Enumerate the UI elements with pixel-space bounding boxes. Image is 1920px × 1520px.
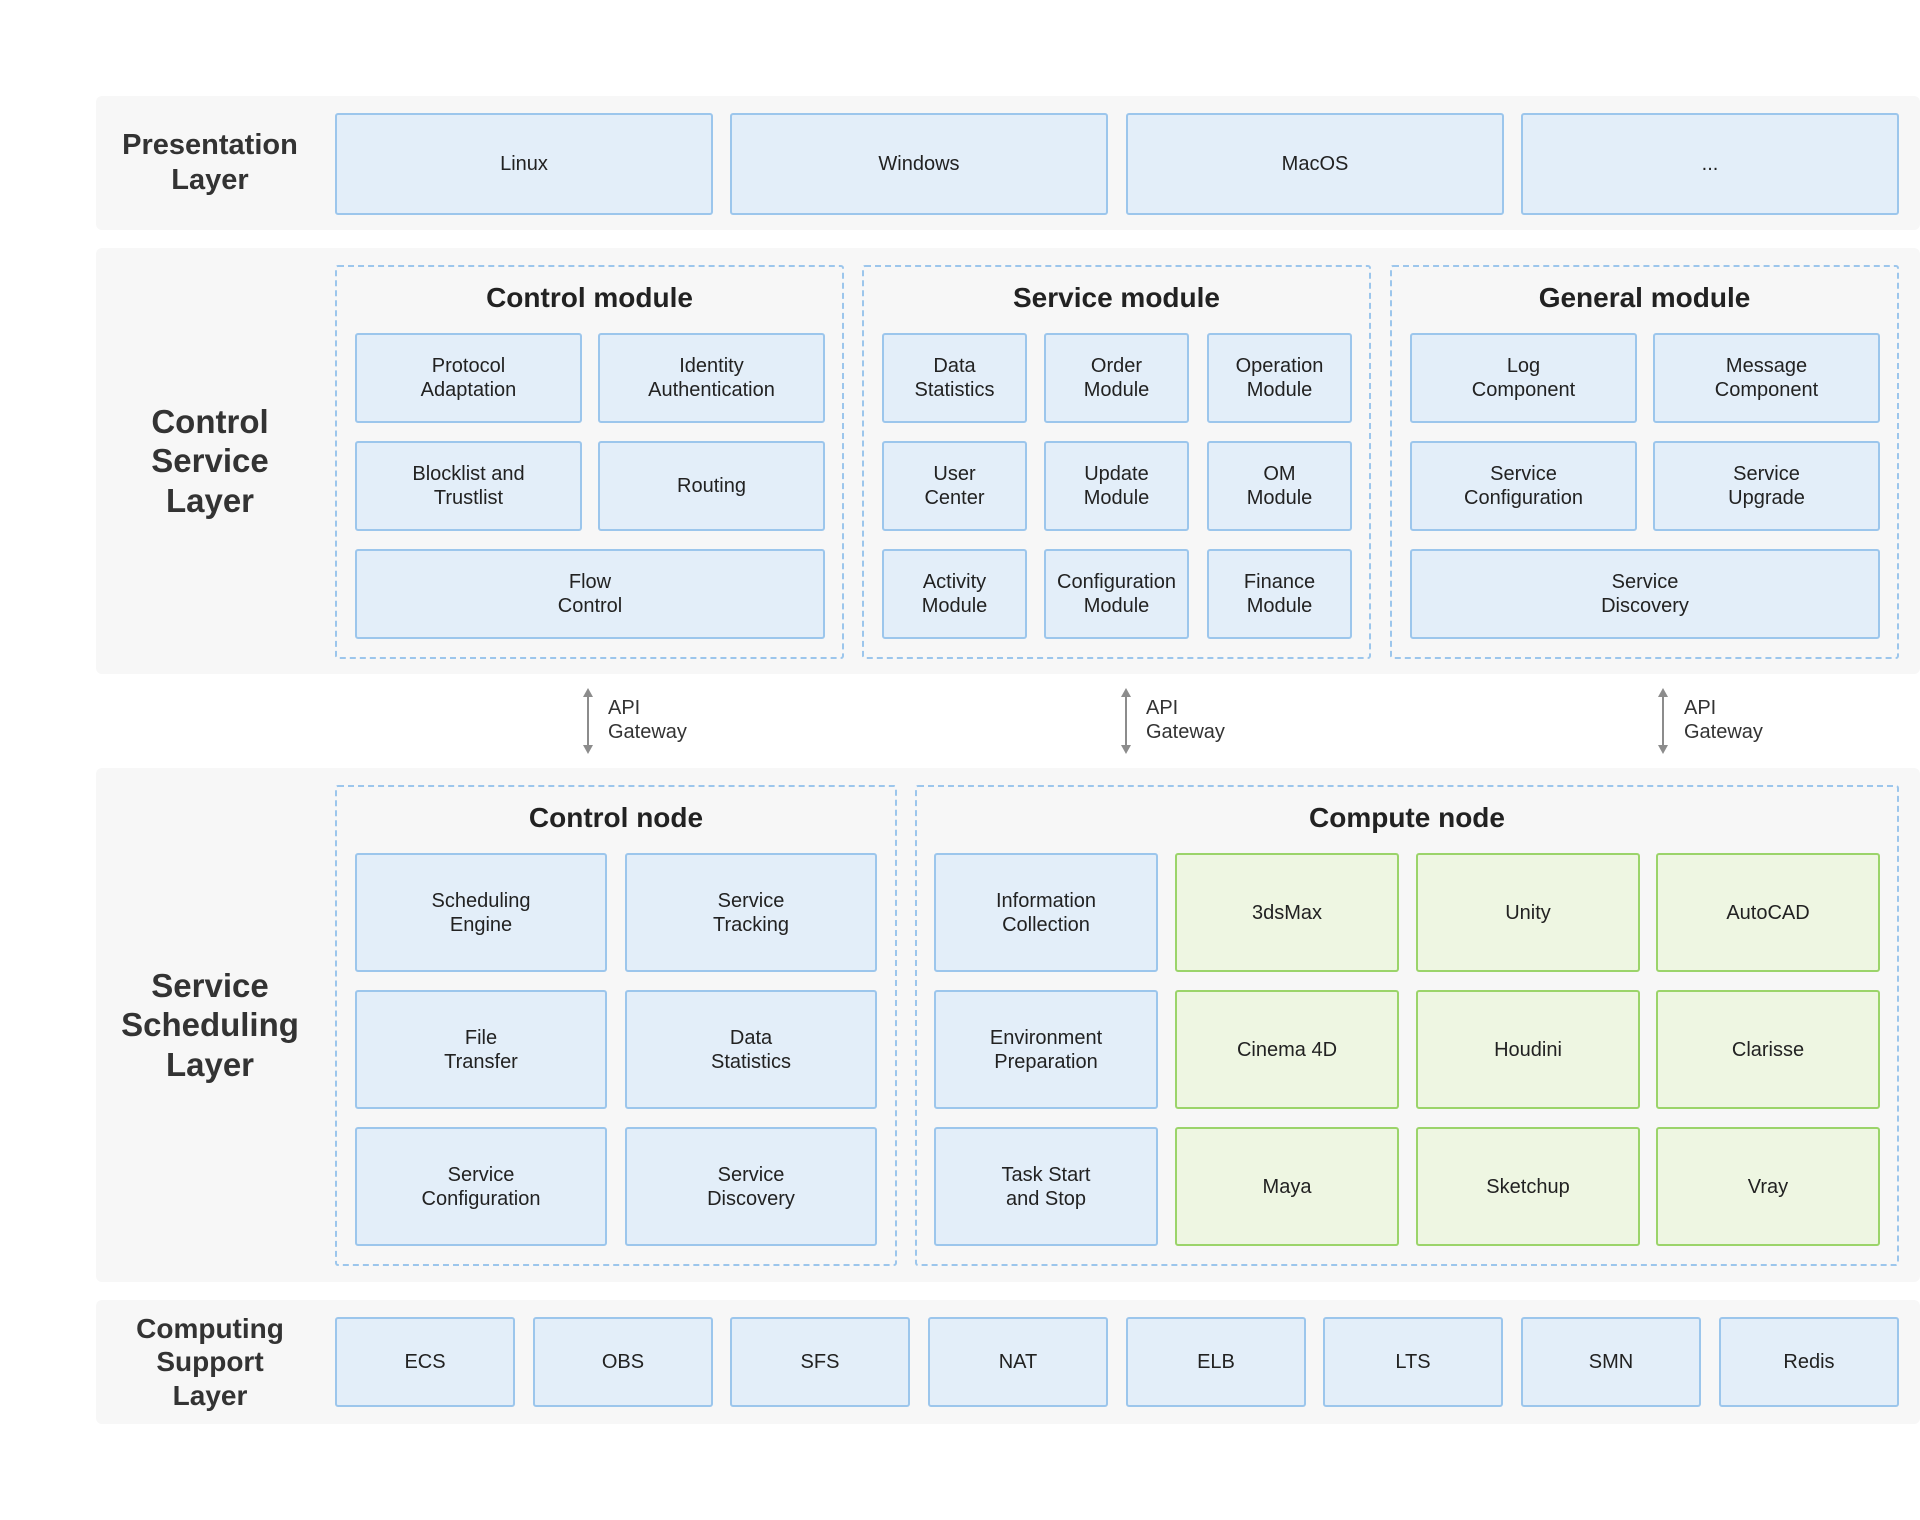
service-module-item: Update Module xyxy=(1044,441,1189,531)
control-node-item: Service Configuration xyxy=(355,1127,607,1246)
software-item: AutoCAD xyxy=(1656,853,1880,972)
support-item-nat: NAT xyxy=(928,1317,1108,1407)
support-item-elb: ELB xyxy=(1126,1317,1306,1407)
software-item: Unity xyxy=(1416,853,1640,972)
control-node-group xyxy=(335,785,897,1266)
general-module-item: Service Configuration xyxy=(1410,441,1637,531)
service-module-title: Service module xyxy=(1013,282,1220,313)
support-item-obs: OBS xyxy=(533,1317,713,1407)
control-module-item: Blocklist and Trustlist xyxy=(355,441,582,531)
compute-node-group xyxy=(915,785,1899,1266)
control-node-item: File Transfer xyxy=(355,990,607,1109)
service-module-item: OM Module xyxy=(1207,441,1352,531)
control-module-item: Identity Authentication xyxy=(598,333,825,423)
general-module-item: Message Component xyxy=(1653,333,1880,423)
compute-node-info-item: Information Collection xyxy=(934,853,1158,972)
presentation-item-windows: Windows xyxy=(730,113,1108,215)
api-gateway-label: API Gateway xyxy=(1146,697,1225,743)
service-module-item: User Center xyxy=(882,441,1027,531)
support-item-sfs: SFS xyxy=(730,1317,910,1407)
service-module-item: Operation Module xyxy=(1207,333,1352,423)
api-gateway-label: API Gateway xyxy=(608,697,687,743)
control-node-item: Service Discovery xyxy=(625,1127,877,1246)
service-module-item: Finance Module xyxy=(1207,549,1352,639)
control-module-group xyxy=(335,265,844,659)
api-gateway-label: API Gateway xyxy=(1684,697,1763,743)
software-item: 3dsMax xyxy=(1175,853,1399,972)
support-item-lts: LTS xyxy=(1323,1317,1503,1407)
control-module-item: Flow Control xyxy=(355,549,825,639)
general-module-item: Service Upgrade xyxy=(1653,441,1880,531)
presentation-layer-title: Presentation Layer xyxy=(122,129,298,196)
control-node-item: Service Tracking xyxy=(625,853,877,972)
software-item: Houdini xyxy=(1416,990,1640,1109)
service-module-item: Activity Module xyxy=(882,549,1027,639)
software-item: Sketchup xyxy=(1416,1127,1640,1246)
control-module-title: Control module xyxy=(486,282,693,313)
bidirectional-arrow-icon xyxy=(1121,688,1131,754)
service-module-item: Configuration Module xyxy=(1044,549,1189,639)
control-node-title: Control node xyxy=(528,802,704,833)
control-module-item: Routing xyxy=(598,441,825,531)
computing-support-layer-title: Computing Support Layer xyxy=(136,1312,284,1411)
software-item: Clarisse xyxy=(1656,990,1880,1109)
control-node-item: Data Statistics xyxy=(625,990,877,1109)
presentation-item-macos: MacOS xyxy=(1126,113,1504,215)
software-item: Vray xyxy=(1656,1127,1880,1246)
general-module-title: General module xyxy=(1538,282,1751,313)
support-item-ecs: ECS xyxy=(335,1317,515,1407)
compute-node-info-item: Task Start and Stop xyxy=(934,1127,1158,1246)
service-module-item: Data Statistics xyxy=(882,333,1027,423)
control-node-item: Scheduling Engine xyxy=(355,853,607,972)
support-item-redis: Redis xyxy=(1719,1317,1899,1407)
general-module-group xyxy=(1390,265,1899,659)
bidirectional-arrow-icon xyxy=(1658,688,1668,754)
control-module-item: Protocol Adaptation xyxy=(355,333,582,423)
service-scheduling-layer-title: Service Scheduling Layer xyxy=(121,966,299,1083)
compute-node-info-item: Environment Preparation xyxy=(934,990,1158,1109)
software-item: Maya xyxy=(1175,1127,1399,1246)
control-service-layer-title: Control Service Layer xyxy=(151,402,269,519)
presentation-item-linux: Linux xyxy=(335,113,713,215)
service-module-group xyxy=(862,265,1371,659)
compute-node-title: Compute node xyxy=(1309,802,1505,833)
software-item: Cinema 4D xyxy=(1175,990,1399,1109)
support-item-smn: SMN xyxy=(1521,1317,1701,1407)
presentation-item-more: ... xyxy=(1521,113,1899,215)
bidirectional-arrow-icon xyxy=(583,688,593,754)
general-module-item: Log Component xyxy=(1410,333,1637,423)
general-module-item: Service Discovery xyxy=(1410,549,1880,639)
service-module-item: Order Module xyxy=(1044,333,1189,423)
